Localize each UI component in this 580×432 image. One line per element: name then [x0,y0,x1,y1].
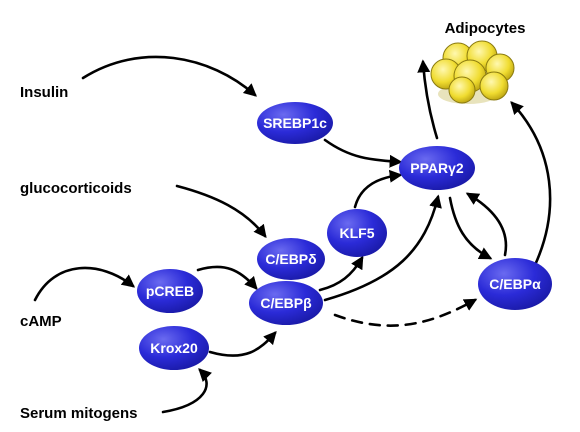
arrow-glucocorticoids-cebpd [175,184,267,239]
arrow-krox20-cebpb [208,331,277,357]
node-ppar-gamma2-label: PPARγ2 [410,160,464,176]
node-krox20-label: Krox20 [150,340,198,356]
node-cebp-alpha: C/EBPα [478,258,552,310]
input-glucocorticoids: glucocorticoids [20,180,132,197]
arrow-cebpb-cebpa-dashed [333,298,478,327]
node-krox20: Krox20 [139,326,209,370]
node-ppar-gamma2: PPARγ2 [399,146,475,190]
arrow-klf5-ppar [353,169,403,209]
node-srebp1c-label: SREBP1c [263,115,327,131]
node-klf5-label: KLF5 [340,225,375,241]
node-klf5: KLF5 [327,209,387,257]
arrow-cebpa-ppar [465,192,508,257]
arrow-srebp1c-ppar [323,138,403,168]
node-cebp-beta: C/EBPβ [249,281,323,325]
node-cebp-delta-label: C/EBPδ [265,251,316,267]
node-cebp-delta: C/EBPδ [257,238,325,280]
node-cebp-beta-label: C/EBPβ [260,295,312,311]
adipocytes-label: Adipocytes [445,20,526,37]
node-pcreb-label: pCREB [146,283,194,299]
arrow-ppar-cebpa [448,196,493,260]
node-cebp-alpha-label: C/EBPα [489,276,541,292]
arrow-camp-pcreb [33,266,136,302]
node-srebp1c: SREBP1c [257,102,333,144]
arrow-serum-krox20 [161,368,212,414]
arrow-ppar-adipocytes [417,59,439,140]
input-camp: cAMP [20,313,62,330]
input-insulin: Insulin [20,84,68,101]
arrow-cebpa-adipocytes [510,101,552,267]
arrow-pcreb-cebpb [196,265,258,290]
arrow-insulin-srebp1c [81,55,257,97]
node-pcreb: pCREB [137,269,203,313]
adipocyte-cluster-icon [430,40,515,104]
arrow-cebpb-klf5 [318,255,364,292]
arrow-cebpb-ppar [323,194,442,302]
input-serum-mitogens: Serum mitogens [20,405,138,422]
